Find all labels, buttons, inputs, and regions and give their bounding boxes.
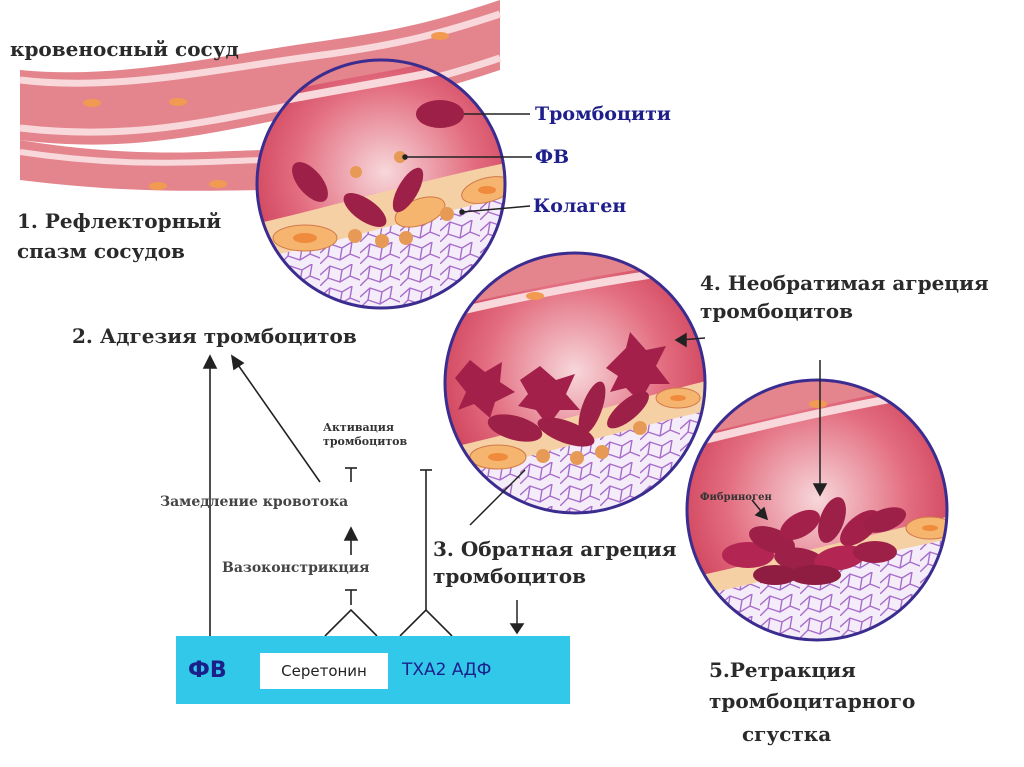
activation-line2: тромбоцитов <box>323 435 408 448</box>
serotonin-box: Серетонин <box>260 653 388 689</box>
bar-fv-label: ФВ <box>188 658 227 683</box>
platelet <box>416 100 464 128</box>
step1-line2: спазм сосудов <box>17 239 185 263</box>
leader-lines <box>402 113 828 635</box>
step5-line1: 5.Ретракция <box>709 658 856 682</box>
collagen-label: Колаген <box>533 195 627 217</box>
txa-adp-label: ТХА2 АДФ <box>402 660 492 680</box>
fibrinogen-label: Фибриноген <box>700 492 772 503</box>
blood-vessel <box>19 0 502 191</box>
activation-line1: Активация <box>323 421 395 434</box>
step3-line1: 3. Обратная агреция <box>433 537 677 561</box>
platelets-label: Тромбоцити <box>535 103 671 125</box>
step3-line2: тромбоцитов <box>433 564 587 588</box>
step4-line2: тромбоцитов <box>700 299 854 323</box>
zoom-circle-3 <box>685 378 949 642</box>
vasoconstriction-label: Вазоконстрикция <box>222 560 370 576</box>
zoom-circle-2 <box>443 251 707 515</box>
flow-arrows <box>202 354 453 637</box>
vessel-label: кровеносный сосуд <box>10 37 239 61</box>
step1-line1: 1. Рефлекторный <box>17 209 222 233</box>
fv-label: ФВ <box>535 146 570 168</box>
mediator-bar: ФВ Серетонин ТХА2 АДФ <box>176 636 570 704</box>
zoom-circle-1 <box>255 58 507 310</box>
step2-label: 2. Адгезия тромбоцитов <box>72 324 357 348</box>
step4-line1: 4. Необратимая агреция <box>700 271 989 295</box>
step5-line2: тромбоцитарного <box>709 689 916 713</box>
slowdown-label: Замедление кровотока <box>160 494 349 510</box>
step5-line3: сгустка <box>742 722 832 746</box>
